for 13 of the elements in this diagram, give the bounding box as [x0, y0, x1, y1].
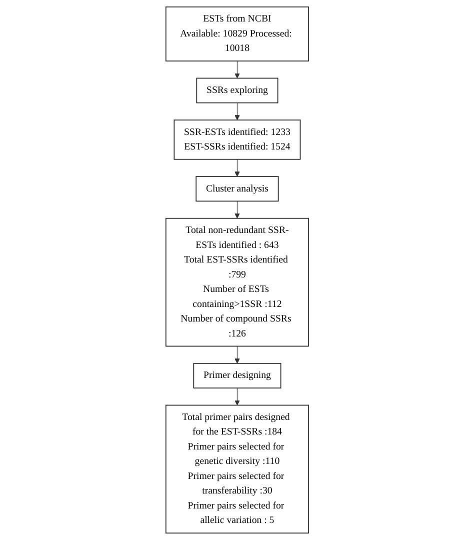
arrow: [234, 200, 240, 219]
arrow: [234, 159, 240, 177]
node-box: SSRs exploring: [196, 78, 278, 104]
arrow: [234, 346, 240, 364]
node-box: Total non-redundant SSR-ESTs identified : 643 Total EST-SSRs identified :799 Number of ESTs containing>1SSR :112 Number of compound SSRs :126: [165, 218, 309, 347]
node-box: Total primer pairs designed for the EST-SSRs :184 Primer pairs selected for genetic diversity :110 Primer pairs selected for transferability :30 Primer pairs selected for allelic variation : 5: [165, 404, 309, 534]
node-box: ESTs from NCBI Available: 10829 Processed: 10018: [165, 6, 309, 62]
node-box: Cluster analysis: [195, 176, 279, 202]
node-box: Primer designing: [192, 362, 282, 388]
arrow: [234, 102, 240, 120]
arrow: [234, 60, 240, 78]
node-box: SSR-ESTs identified: 1233 EST-SSRs identified: 1524: [174, 120, 300, 160]
arrow: [234, 388, 240, 406]
